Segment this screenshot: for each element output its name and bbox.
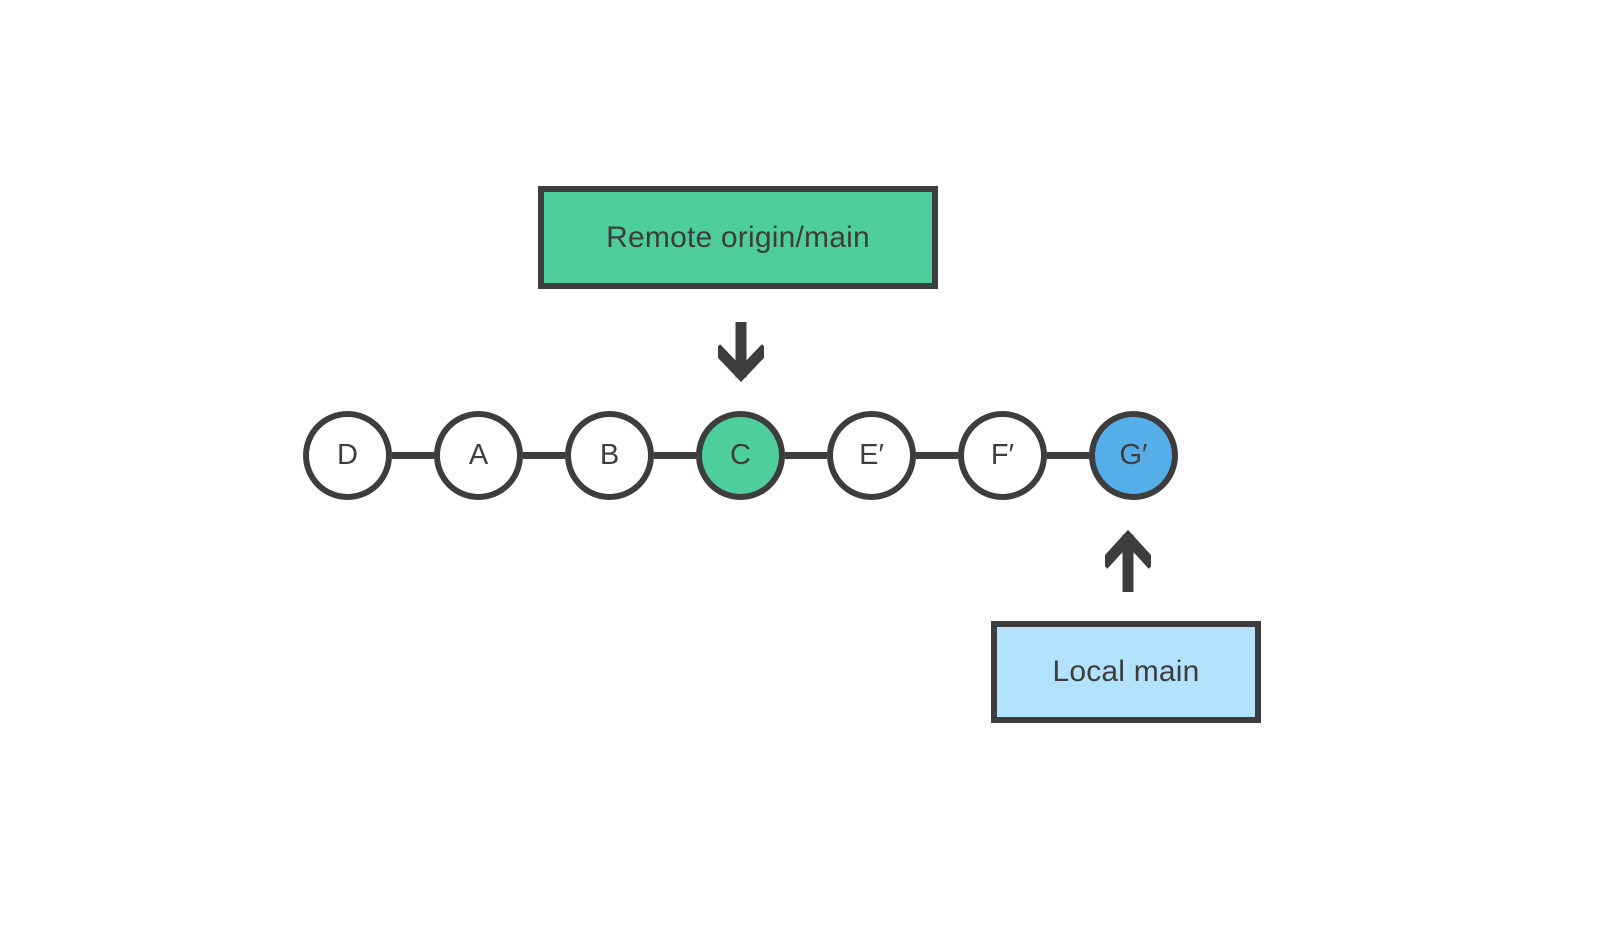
commit-connector (1047, 452, 1089, 459)
local-branch-label-box: Local main (991, 621, 1261, 723)
commit-node-c[interactable]: C (696, 411, 785, 500)
local-branch-label-text: Local main (1052, 655, 1200, 688)
arrow-up-icon (1099, 529, 1157, 598)
commit-connector (392, 452, 434, 459)
commit-node-a[interactable]: A (434, 411, 523, 500)
remote-branch-label-box: Remote origin/main (538, 186, 938, 289)
remote-branch-label-text: Remote origin/main (606, 220, 870, 254)
commit-connector (916, 452, 958, 459)
commit-connector (785, 452, 827, 459)
commit-node-d[interactable]: D (303, 411, 392, 500)
commit-node-b[interactable]: B (565, 411, 654, 500)
arrow-down-icon (712, 316, 770, 382)
commit-node-e-prime[interactable]: E′ (827, 411, 916, 500)
commit-connector (523, 452, 565, 459)
commit-node-g-prime[interactable]: G′ (1089, 411, 1178, 500)
commit-connector (654, 452, 696, 459)
commit-node-f-prime[interactable]: F′ (958, 411, 1047, 500)
commit-chain: D A B C E′ F′ G′ (303, 411, 1178, 500)
